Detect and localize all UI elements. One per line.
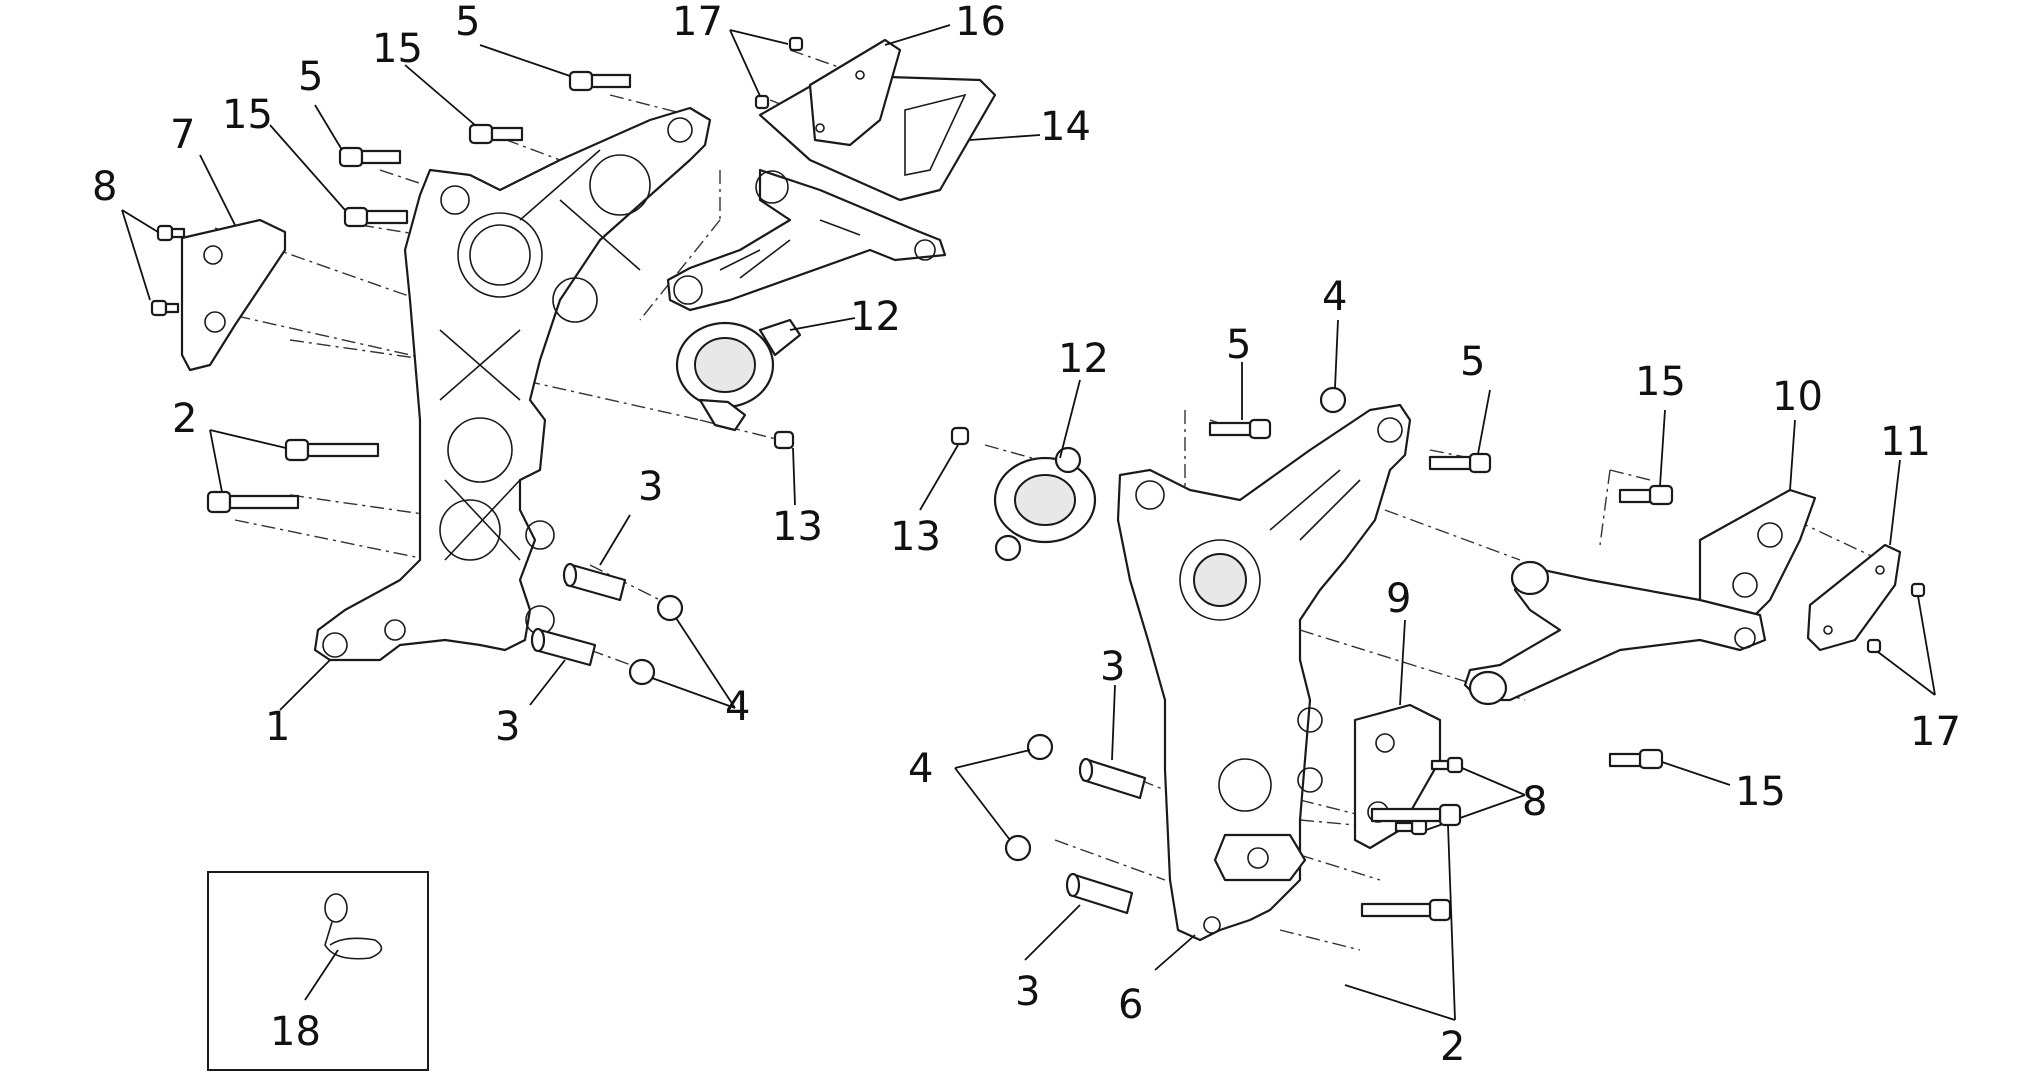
right-footpeg-assembly	[919, 319, 1936, 1021]
part-7-heel-plate	[180, 154, 287, 372]
part-11-plate	[1806, 459, 1902, 652]
callout-8-left: 8	[92, 164, 117, 210]
callout-12-right: 12	[1058, 336, 1109, 382]
callout-14: 14	[1040, 104, 1091, 150]
callout-3-right-a: 3	[1100, 644, 1125, 690]
callout-15-left-a: 15	[372, 26, 423, 72]
left-footpeg-assembly	[121, 24, 1041, 711]
callout-13-right: 13	[890, 514, 941, 560]
part-12-bearing-left	[675, 317, 856, 432]
part-6-frame-bracket	[1116, 403, 1412, 971]
callout-15-right-b: 15	[1735, 769, 1786, 815]
callout-5-right-b: 5	[1460, 339, 1485, 385]
callout-17-left: 17	[672, 0, 723, 45]
part-3-spacers-left	[529, 514, 631, 706]
callout-4-right-b: 4	[908, 746, 933, 792]
callout-4-left: 4	[725, 684, 750, 730]
callout-17-right: 17	[1910, 709, 1961, 755]
part-2-bolts-left	[206, 429, 380, 514]
callout-10: 10	[1772, 374, 1823, 420]
callout-9: 9	[1386, 576, 1411, 622]
part-15-bolts-right	[1608, 409, 1731, 786]
part-15-bolts-left	[269, 64, 524, 228]
inset-box-part-18	[207, 871, 429, 1071]
callout-5-left-a: 5	[455, 0, 480, 45]
callout-3-left-a: 3	[638, 464, 663, 510]
callout-5-left-b: 5	[298, 54, 323, 100]
callout-2-left: 2	[172, 396, 197, 442]
part-10-footpeg-bracket	[1463, 419, 1817, 706]
part-5-bolts-right	[1208, 362, 1492, 474]
part-5-bolts-left	[314, 44, 632, 168]
callout-8-right: 8	[1522, 779, 1547, 825]
callout-1: 1	[265, 704, 290, 750]
part-3-spacers-right	[1024, 684, 1147, 961]
part-4-nuts-left	[628, 594, 736, 709]
part-8-screws-right	[1394, 756, 1526, 836]
callout-2-right: 2	[1440, 1024, 1465, 1070]
left-assembly-lines	[209, 49, 921, 673]
part-8-screws-left	[121, 209, 186, 317]
part-17-screws-right	[1866, 582, 1936, 696]
callout-3-left-b: 3	[495, 704, 520, 750]
part-13-screw-left	[773, 430, 796, 506]
callout-15-right-a: 15	[1635, 359, 1686, 405]
part-13-screw-right	[919, 426, 970, 511]
callout-6: 6	[1118, 982, 1143, 1028]
part-16-top-plate	[808, 24, 951, 147]
callout-15-left-b: 15	[222, 92, 273, 138]
part-1-frame-bracket	[279, 106, 712, 711]
callout-12-left: 12	[850, 294, 901, 340]
callout-18: 18	[270, 1009, 321, 1055]
part-17-screws-left	[729, 29, 804, 110]
callout-5-right-a: 5	[1226, 322, 1251, 368]
callout-3-right-b: 3	[1015, 969, 1040, 1015]
callout-11: 11	[1880, 419, 1931, 465]
part-2-bolts-right	[1344, 803, 1462, 1021]
callout-7: 7	[170, 112, 195, 158]
callout-16: 16	[955, 0, 1006, 45]
part-12-bearing-right	[993, 379, 1097, 562]
part-4-nuts-right	[954, 319, 1347, 862]
callout-13-left: 13	[772, 504, 823, 550]
callout-labels: 1 2 3 3 4 5 5 7 8 12 13 14 15 15 16 17 2…	[92, 0, 1961, 1070]
callout-4-right-a: 4	[1322, 274, 1347, 320]
